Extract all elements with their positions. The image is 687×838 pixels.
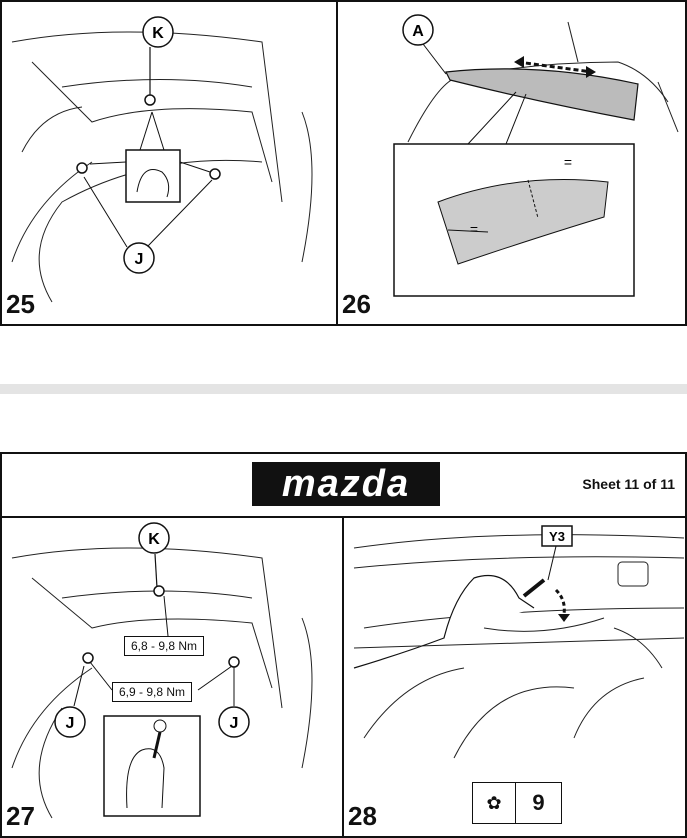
quantity-value: 9 bbox=[532, 790, 545, 815]
step-number: 25 bbox=[6, 289, 35, 319]
torque-spec-j: 6,9 - 9,8 Nm bbox=[112, 682, 193, 702]
panel-step-28: Y3 ✿ 9 28 bbox=[342, 516, 687, 838]
step-number: 26 bbox=[342, 289, 371, 319]
step-number: 28 bbox=[348, 801, 377, 831]
sheet-number: Sheet 11 of 11 bbox=[582, 476, 675, 492]
step-number: 27 bbox=[6, 801, 35, 831]
panel-step-26: A = = 26 bbox=[336, 0, 687, 326]
illustration-tailgate-bolts: K J bbox=[11, 16, 313, 303]
torque-spec-k: 6,8 - 9,8 Nm bbox=[124, 636, 205, 656]
label-k: K bbox=[152, 25, 164, 42]
label-equal-bottom: = bbox=[470, 221, 478, 237]
label-y3: Y3 bbox=[549, 529, 565, 544]
panel-step-25: K J 25 bbox=[0, 0, 338, 326]
panel-step-27: K J J 6,8 - 9,8 Nm 6,9 - 9,8 Nm 27 bbox=[0, 516, 344, 838]
page-separator bbox=[0, 384, 687, 394]
illustration-connect-harness: Y3 bbox=[353, 525, 685, 759]
sheet-header: mazda Sheet 11 of 11 bbox=[0, 452, 687, 518]
label-k: K bbox=[148, 531, 160, 548]
label-a: A bbox=[412, 23, 424, 40]
label-j-right: J bbox=[230, 715, 239, 732]
label-j: J bbox=[135, 251, 144, 268]
cable-tie-quantity: ✿ 9 bbox=[472, 782, 562, 824]
illustration-spoiler: A = = bbox=[393, 14, 679, 297]
cable-tie-icon: ✿ bbox=[473, 783, 516, 823]
illustration-tighten-bolts: K J J bbox=[11, 522, 313, 819]
mazda-logo: mazda bbox=[252, 462, 440, 506]
label-equal-top: = bbox=[564, 154, 572, 170]
label-j-left: J bbox=[66, 715, 75, 732]
